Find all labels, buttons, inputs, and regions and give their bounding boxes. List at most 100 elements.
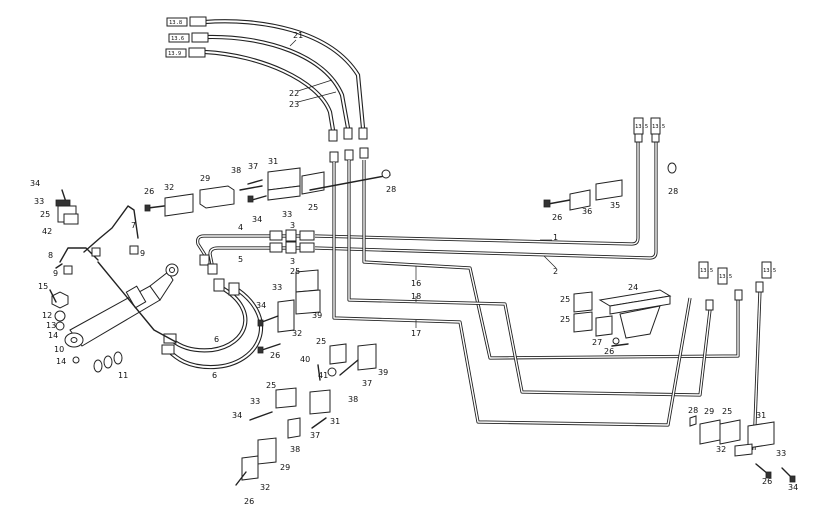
coupling-tag: 13.5	[719, 274, 732, 280]
callout: 25	[722, 407, 732, 416]
callout: 34	[252, 215, 262, 224]
callout: 25	[560, 315, 570, 324]
callout: 34	[788, 483, 798, 492]
top-left-clamp	[55, 189, 79, 225]
callout: 2	[553, 267, 558, 276]
callout: 31	[756, 411, 766, 420]
callout: 29	[704, 407, 714, 416]
callout: 34	[30, 179, 40, 188]
callout: 13	[46, 321, 56, 330]
callout: 40	[300, 355, 310, 364]
callout: 32	[164, 183, 174, 192]
callout: 10	[54, 345, 64, 354]
callout: 25	[308, 203, 318, 212]
callout: 5	[238, 255, 243, 264]
callout: 24	[628, 283, 638, 292]
callout: 34	[256, 301, 266, 310]
callout: 28	[386, 185, 396, 194]
callout: 27	[592, 338, 602, 347]
callout: 26	[552, 213, 562, 222]
hydraulic-cylinder	[55, 205, 179, 348]
callout: 26	[244, 497, 254, 506]
clamp-group-top	[144, 167, 391, 217]
callout: 6	[212, 371, 217, 380]
hose-tag: 13.8	[169, 20, 182, 26]
callout: 39	[312, 311, 322, 320]
callout: 26	[270, 351, 280, 360]
callout: 36	[582, 207, 592, 216]
callout: 25	[40, 210, 50, 219]
callout: 32	[716, 445, 726, 454]
callout: 32	[292, 329, 302, 338]
callout: 25	[316, 337, 326, 346]
hoses-6	[161, 278, 264, 370]
hose-assembly-21-23: 13.8 13.6 13.9	[165, 16, 369, 163]
callout-leaders	[289, 39, 557, 328]
callout: 38	[231, 166, 241, 175]
callout: 26	[762, 477, 772, 486]
callout: 42	[42, 227, 52, 236]
callout: 21	[293, 31, 303, 40]
callout: 37	[248, 162, 258, 171]
callout: 28	[668, 187, 678, 196]
callout: 28	[688, 406, 698, 415]
callout-labels: 21 22 23 31 37 38 29 32 26 34 33 25 28 3…	[30, 31, 798, 506]
callout: 39	[378, 368, 388, 377]
callout: 7	[131, 221, 136, 230]
callout: 12	[42, 311, 52, 320]
callout: 18	[411, 292, 421, 301]
callout: 31	[330, 417, 340, 426]
callout: 32	[260, 483, 270, 492]
callout: 9	[140, 249, 145, 258]
callout: 41	[318, 371, 328, 380]
callout: 3	[290, 221, 295, 230]
callout: 33	[34, 197, 44, 206]
callout: 26	[144, 187, 154, 196]
callout: 25	[560, 295, 570, 304]
clamp-stack-center	[257, 269, 321, 354]
callout: 16	[411, 279, 421, 288]
coupling-tag: 13.5	[700, 268, 713, 274]
left-fittings	[49, 289, 123, 373]
callout: 14	[48, 331, 58, 340]
callout: 33	[272, 283, 282, 292]
callout: 25	[266, 381, 276, 390]
callout: 35	[610, 201, 620, 210]
callout: 6	[214, 335, 219, 344]
callout: 37	[310, 431, 320, 440]
callout: 34	[232, 411, 242, 420]
callout: 26	[604, 347, 614, 356]
bracket-24	[573, 289, 672, 347]
callout: 11	[118, 371, 128, 380]
callout: 17	[411, 329, 421, 338]
callout: 1	[553, 233, 558, 242]
callout: 33	[282, 210, 292, 219]
callout: 14	[56, 357, 66, 366]
callout: 29	[280, 463, 290, 472]
clamp-group-lower-right	[689, 415, 796, 483]
callout: 15	[38, 282, 48, 291]
callout: 4	[238, 223, 243, 232]
callout: 9	[53, 269, 58, 278]
hose-tag: 13.6	[171, 36, 184, 42]
callout: 8	[48, 251, 53, 260]
clamp-stack-lower	[235, 343, 377, 486]
pipes-4-5	[196, 229, 315, 275]
callout: 33	[776, 449, 786, 458]
callout: 37	[362, 379, 372, 388]
coupling-tag: 13.5	[635, 124, 648, 130]
callout: 3	[290, 257, 295, 266]
callout: 29	[200, 174, 210, 183]
rigid-pipes: 13.5 13.5 13.5 13.5 13.5	[314, 117, 776, 451]
callout: 23	[289, 100, 299, 109]
callout: 33	[250, 397, 260, 406]
callout: 38	[290, 445, 300, 454]
callout: 22	[289, 89, 299, 98]
callout: 31	[268, 157, 278, 166]
coupling-tag: 13.5	[652, 124, 665, 130]
callout: 25	[290, 267, 300, 276]
clamp-group-right	[543, 162, 677, 211]
hose-tag: 13.9	[168, 51, 181, 57]
callout: 38	[348, 395, 358, 404]
